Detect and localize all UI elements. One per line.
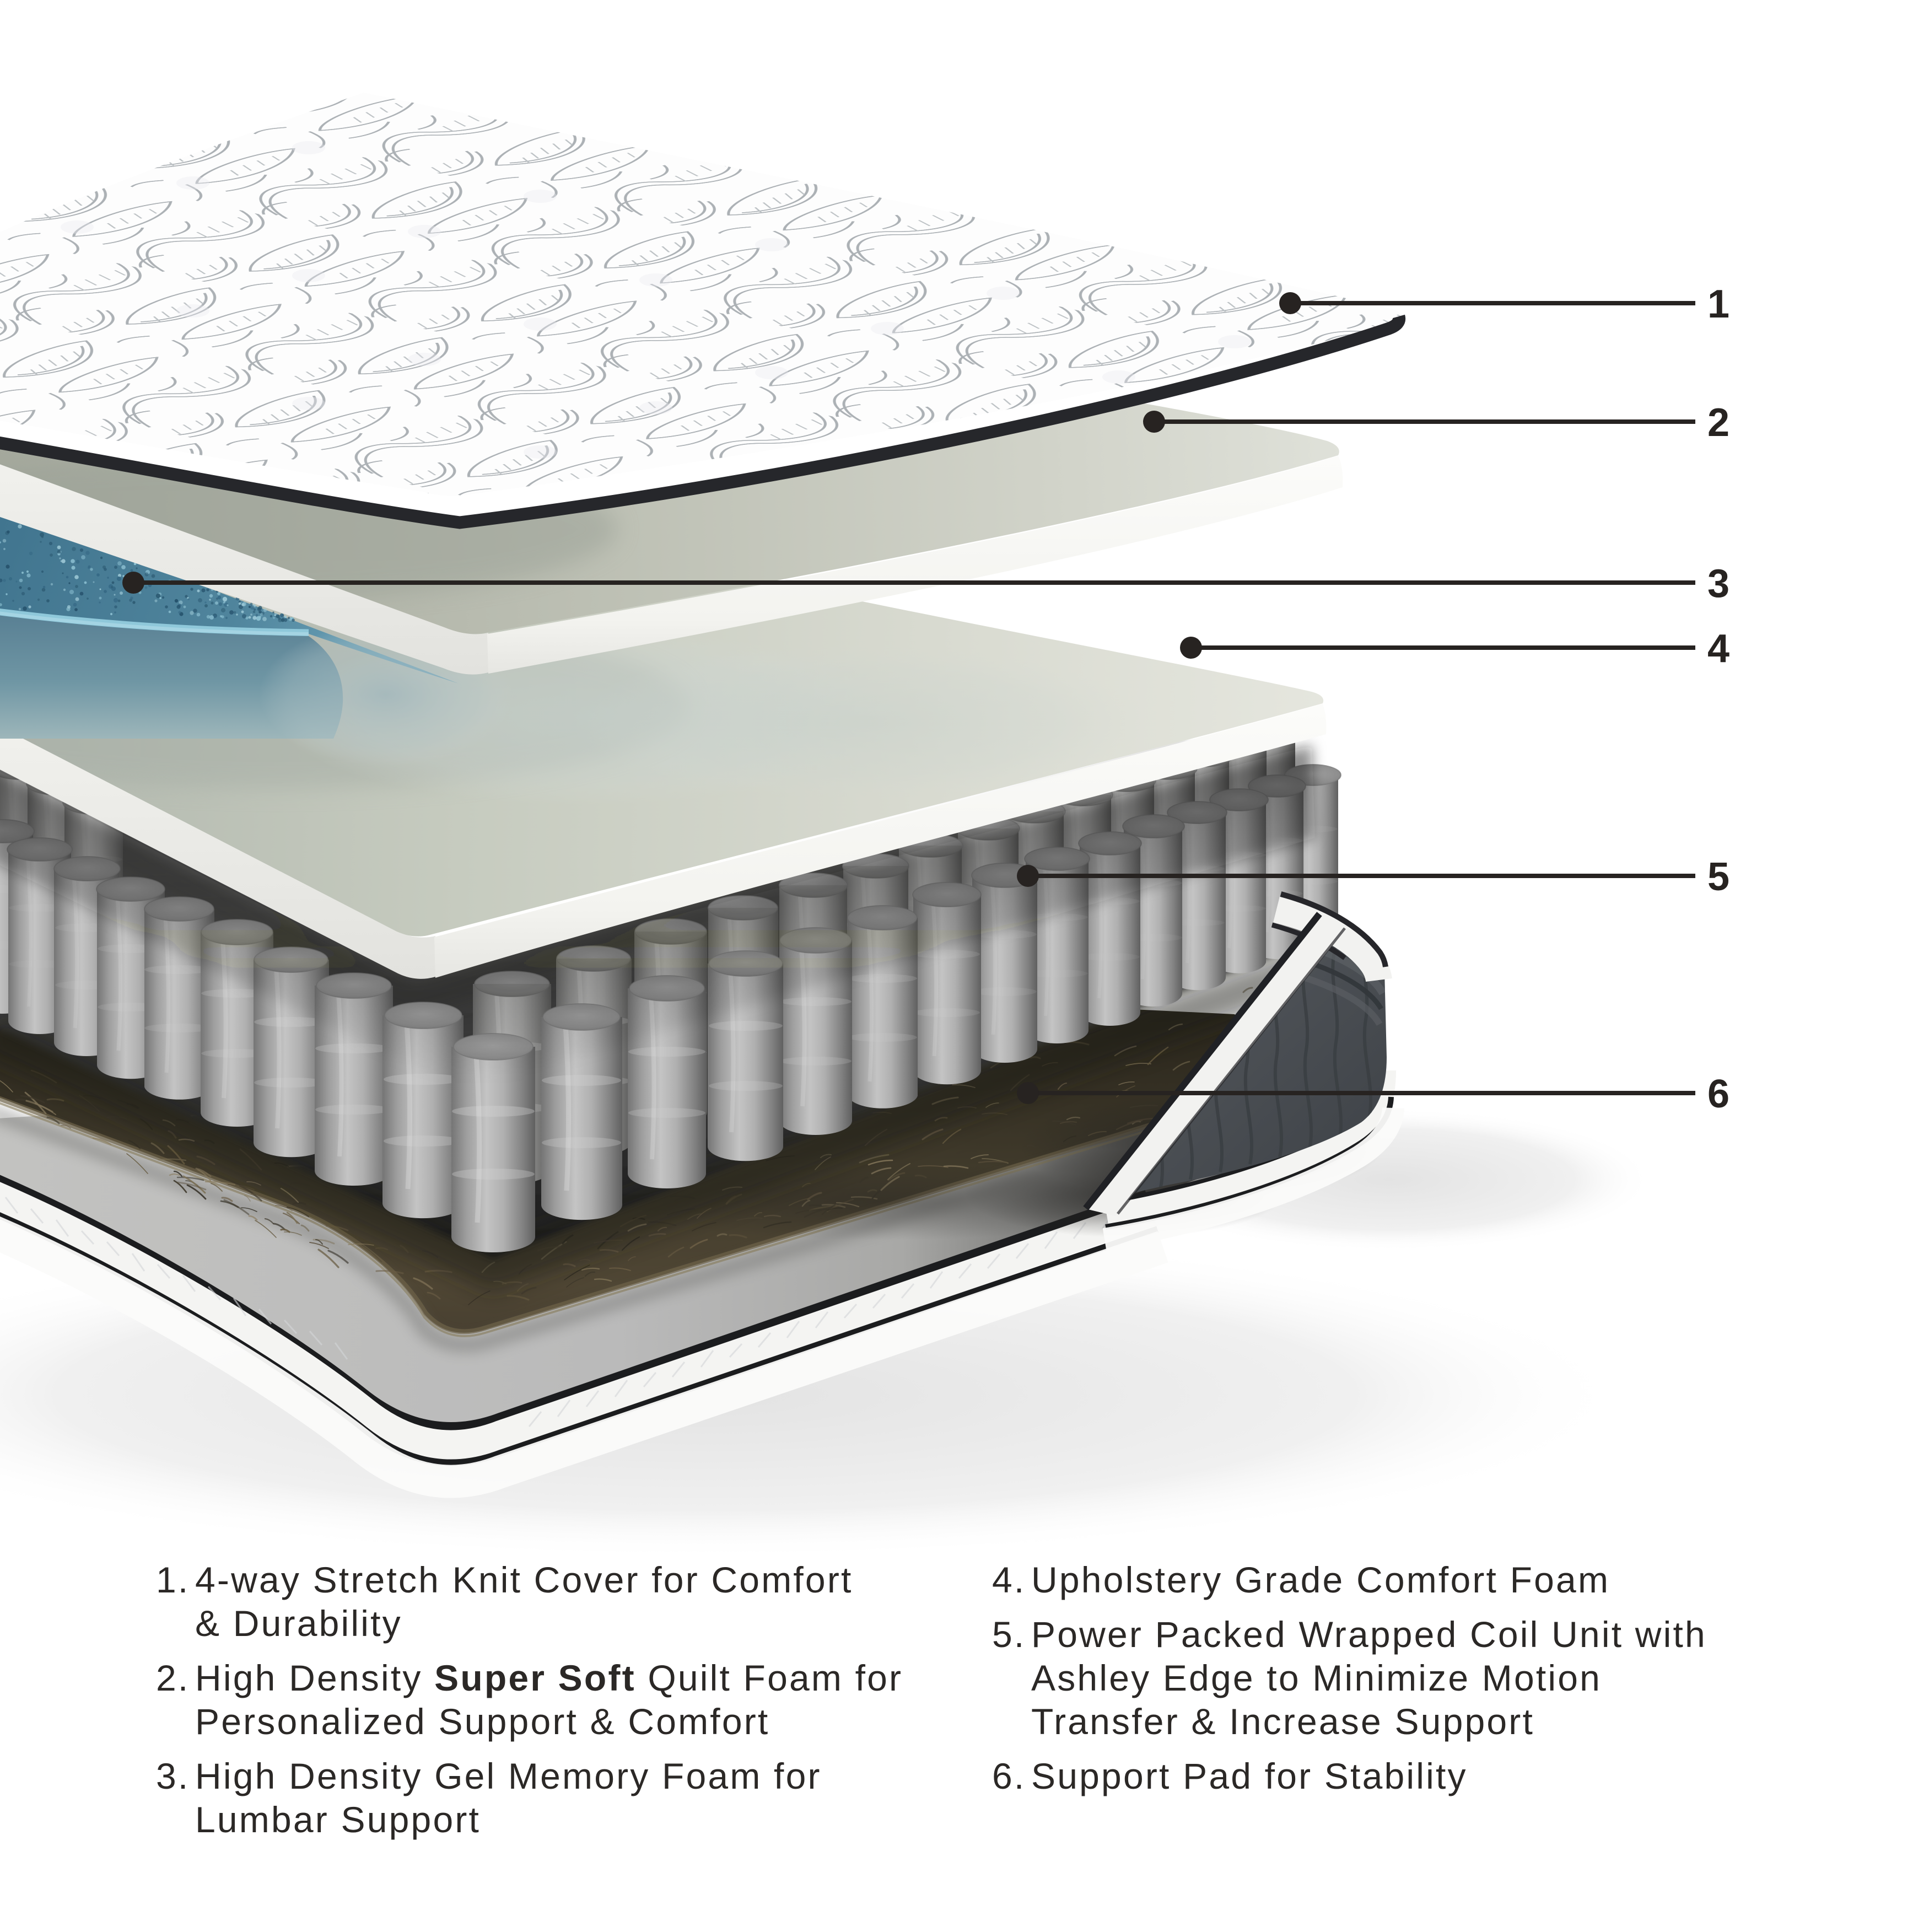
svg-text:1: 1 <box>1707 282 1729 326</box>
svg-text:6: 6 <box>1707 1072 1729 1116</box>
svg-text:3: 3 <box>1707 562 1729 606</box>
svg-text:4: 4 <box>1707 627 1729 671</box>
svg-text:5: 5 <box>1707 855 1729 899</box>
svg-text:2: 2 <box>1707 401 1729 445</box>
